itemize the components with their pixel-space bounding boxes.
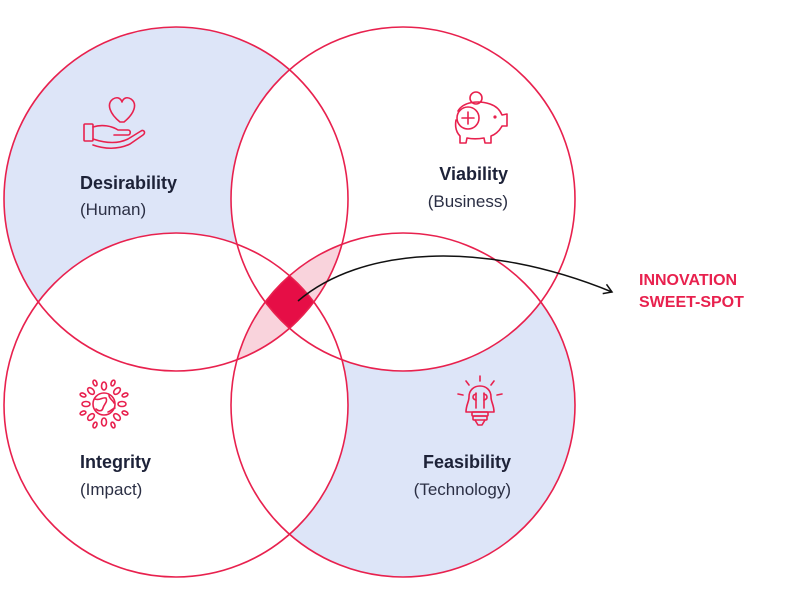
viability-subtitle: (Business) <box>428 192 508 211</box>
callout-line-2: SWEET-SPOT <box>639 294 744 311</box>
integrity-title: Integrity <box>80 452 151 472</box>
viability-circle <box>230 26 576 372</box>
sweet-spot-arrow <box>297 255 614 302</box>
lightbulb-icon <box>457 375 503 426</box>
integrity-subtitle: (Impact) <box>80 480 142 499</box>
feasibility-title: Feasibility <box>423 452 511 472</box>
hand-heart-icon <box>83 96 146 150</box>
piggy-bank-icon <box>454 91 508 144</box>
desirability-title: Desirability <box>80 173 177 193</box>
desirability-subtitle: (Human) <box>80 200 146 219</box>
desirability-circle <box>3 26 349 372</box>
feasibility-circle <box>230 232 576 578</box>
feasibility-subtitle: (Technology) <box>414 480 511 499</box>
callout-line-1: INNOVATION <box>639 272 737 289</box>
viability-title: Viability <box>439 164 508 184</box>
globe-sun-icon <box>79 379 129 429</box>
integrity-circle <box>3 232 349 578</box>
